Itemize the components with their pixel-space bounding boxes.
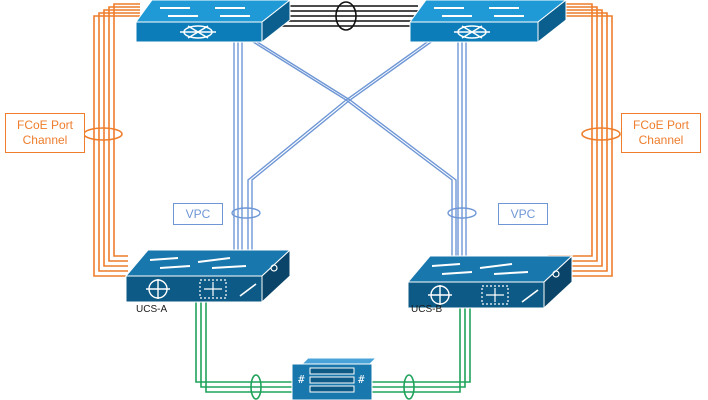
- peer-link-ellipse: [335, 1, 357, 31]
- fcoe-label-line-1: FCoE Port: [16, 118, 73, 132]
- fcoe-port-channel-ellipse-left: [83, 127, 123, 141]
- vpc-ellipse-left: [231, 207, 261, 219]
- vpc-label-left: VPC: [173, 203, 223, 225]
- svg-text:#: #: [358, 373, 365, 386]
- blade-chassis-icon: # #: [291, 357, 378, 400]
- vpc-links: [233, 39, 467, 258]
- ucs-a-label: UCS-A: [136, 304, 168, 315]
- layer3-switch-icon: [409, 0, 567, 44]
- fcoe-links-left: [93, 3, 140, 277]
- fcoe-label-line-2: Channel: [638, 133, 684, 147]
- fcoe-port-channel-label-left: FCoE Port Channel: [5, 113, 85, 153]
- fcoe-port-channel-label-right: FCoE Port Channel: [621, 113, 701, 153]
- fcoe-port-channel-ellipse-right: [581, 127, 621, 141]
- layer3-switch-icon: [135, 0, 291, 44]
- fcoe-label-line-2: Channel: [22, 133, 68, 147]
- server-link-ellipse-right: [403, 374, 415, 400]
- fabric-interconnect-icon: [406, 254, 574, 310]
- server-link-ellipse-left: [250, 374, 262, 400]
- svg-text:#: #: [298, 373, 305, 386]
- vpc-label-right: VPC: [498, 203, 548, 225]
- vpc-ellipse-right: [447, 207, 477, 219]
- ucs-b-label: UCS-B: [411, 304, 443, 315]
- fcoe-label-line-1: FCoE Port: [632, 118, 689, 132]
- fabric-interconnect-icon: [124, 248, 292, 304]
